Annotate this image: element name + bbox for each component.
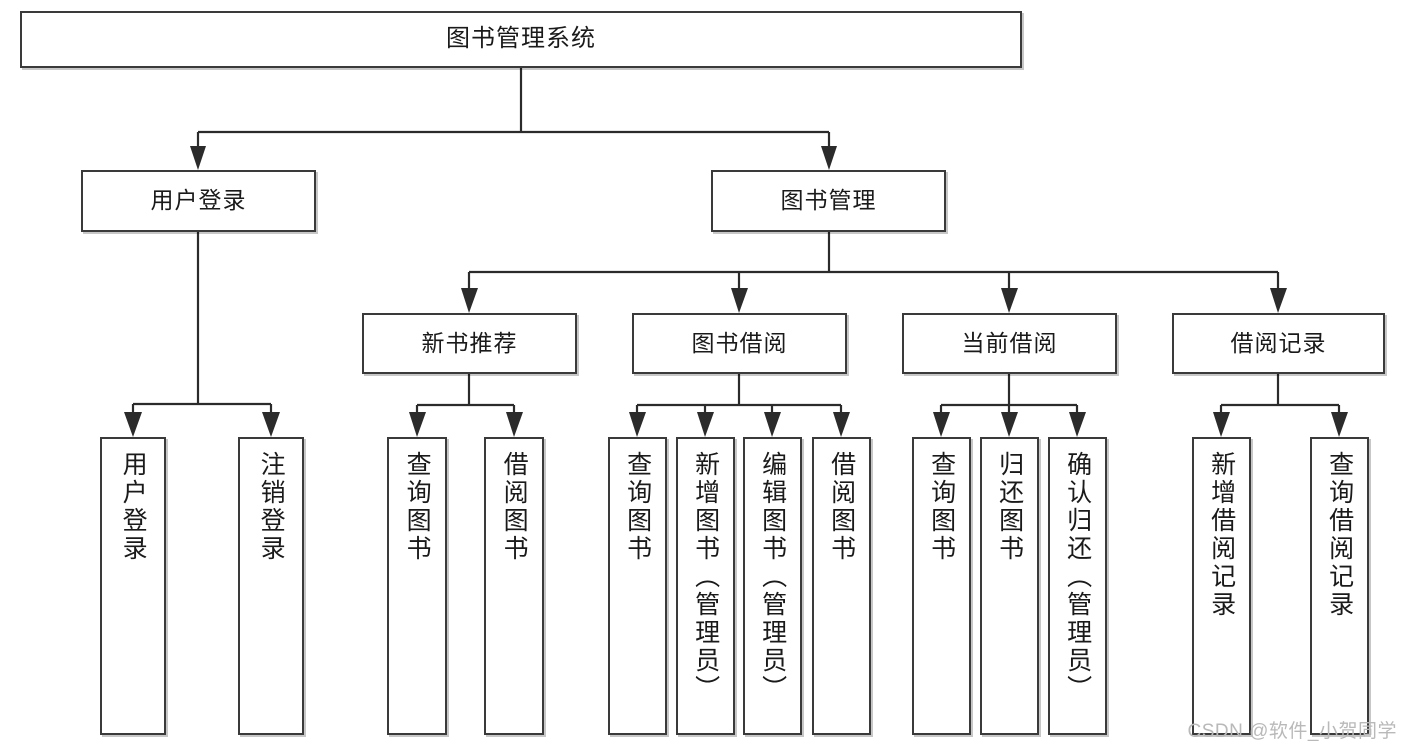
node-label: 新增图书（管理员） [691, 451, 720, 703]
node-label: 查询借阅记录 [1325, 451, 1354, 619]
arrow-leaf-currentborrow-1 [933, 412, 950, 437]
node-borrow-record[interactable]: 借阅记录 [1172, 313, 1385, 374]
arrow-leaf-borrowrecord-1 [1213, 412, 1230, 437]
node-root-book-management-system[interactable]: 图书管理系统 [20, 11, 1022, 68]
node-user-login[interactable]: 用户登录 [81, 170, 316, 232]
node-label: 图书管理系统 [446, 25, 596, 53]
node-new-book-recommend[interactable]: 新书推荐 [362, 313, 577, 374]
arrow-leaf-currentborrow-2 [1001, 412, 1018, 437]
node-label: 用户登录 [119, 451, 148, 563]
arrow-leaf-newbook-1 [409, 412, 426, 437]
arrow-leaf-user-login-1 [124, 412, 142, 437]
node-label: 借阅图书 [500, 451, 529, 563]
arrow-to-newbook [461, 288, 478, 313]
arrow-leaf-user-login-2 [262, 412, 280, 437]
leaf-bookborrow-borrow-book[interactable]: 借阅图书 [812, 437, 871, 735]
arrow-leaf-borrowrecord-2 [1331, 412, 1348, 437]
node-label: 查询图书 [623, 451, 652, 563]
node-label: 新增借阅记录 [1207, 451, 1236, 619]
node-label: 归还图书 [995, 451, 1024, 563]
node-label: 借阅记录 [1230, 329, 1327, 356]
node-current-borrow[interactable]: 当前借阅 [902, 313, 1117, 374]
watermark-text: CSDN @软件_小贺同学 [1187, 721, 1397, 742]
leaf-currentborrow-query-book[interactable]: 查询图书 [912, 437, 971, 735]
arrow-leaf-bookborrow-3 [764, 412, 781, 437]
node-label: 图书管理 [780, 187, 877, 214]
leaf-borrowrecord-add-record[interactable]: 新增借阅记录 [1192, 437, 1251, 735]
arrow-to-book-manage [821, 146, 837, 170]
leaf-currentborrow-confirm-return-admin[interactable]: 确认归还（管理员） [1048, 437, 1107, 735]
arrow-to-borrowrecord [1270, 288, 1287, 313]
leaf-newbook-borrow-book[interactable]: 借阅图书 [484, 437, 544, 735]
arrow-to-user-login [190, 146, 206, 170]
leaf-newbook-query-book[interactable]: 查询图书 [387, 437, 447, 735]
arrow-leaf-newbook-2 [506, 412, 523, 437]
arrow-leaf-bookborrow-1 [629, 412, 646, 437]
arrow-to-currentborrow [1001, 288, 1018, 313]
node-book-borrow[interactable]: 图书借阅 [632, 313, 847, 374]
leaf-bookborrow-add-book-admin[interactable]: 新增图书（管理员） [676, 437, 735, 735]
leaf-bookborrow-query-book[interactable]: 查询图书 [608, 437, 667, 735]
arrow-to-bookborrow [731, 288, 748, 313]
node-label: 查询图书 [927, 451, 956, 563]
node-label: 图书借阅 [691, 329, 788, 356]
arrow-leaf-currentborrow-3 [1069, 412, 1086, 437]
node-label: 用户登录 [150, 187, 247, 214]
node-book-management[interactable]: 图书管理 [711, 170, 946, 232]
leaf-bookborrow-edit-book-admin[interactable]: 编辑图书（管理员） [743, 437, 802, 735]
node-label: 查询图书 [403, 451, 432, 563]
leaf-user-login-logout[interactable]: 注销登录 [238, 437, 304, 735]
node-label: 新书推荐 [421, 329, 518, 356]
node-label: 确认归还（管理员） [1063, 451, 1092, 703]
node-label: 编辑图书（管理员） [758, 451, 787, 703]
arrow-leaf-bookborrow-4 [833, 412, 850, 437]
node-label: 当前借阅 [961, 329, 1058, 356]
arrow-leaf-bookborrow-2 [697, 412, 714, 437]
node-label: 注销登录 [257, 451, 286, 563]
leaf-currentborrow-return-book[interactable]: 归还图书 [980, 437, 1039, 735]
leaf-user-login-login[interactable]: 用户登录 [100, 437, 166, 735]
leaf-borrowrecord-query-record[interactable]: 查询借阅记录 [1310, 437, 1369, 735]
node-label: 借阅图书 [827, 451, 856, 563]
